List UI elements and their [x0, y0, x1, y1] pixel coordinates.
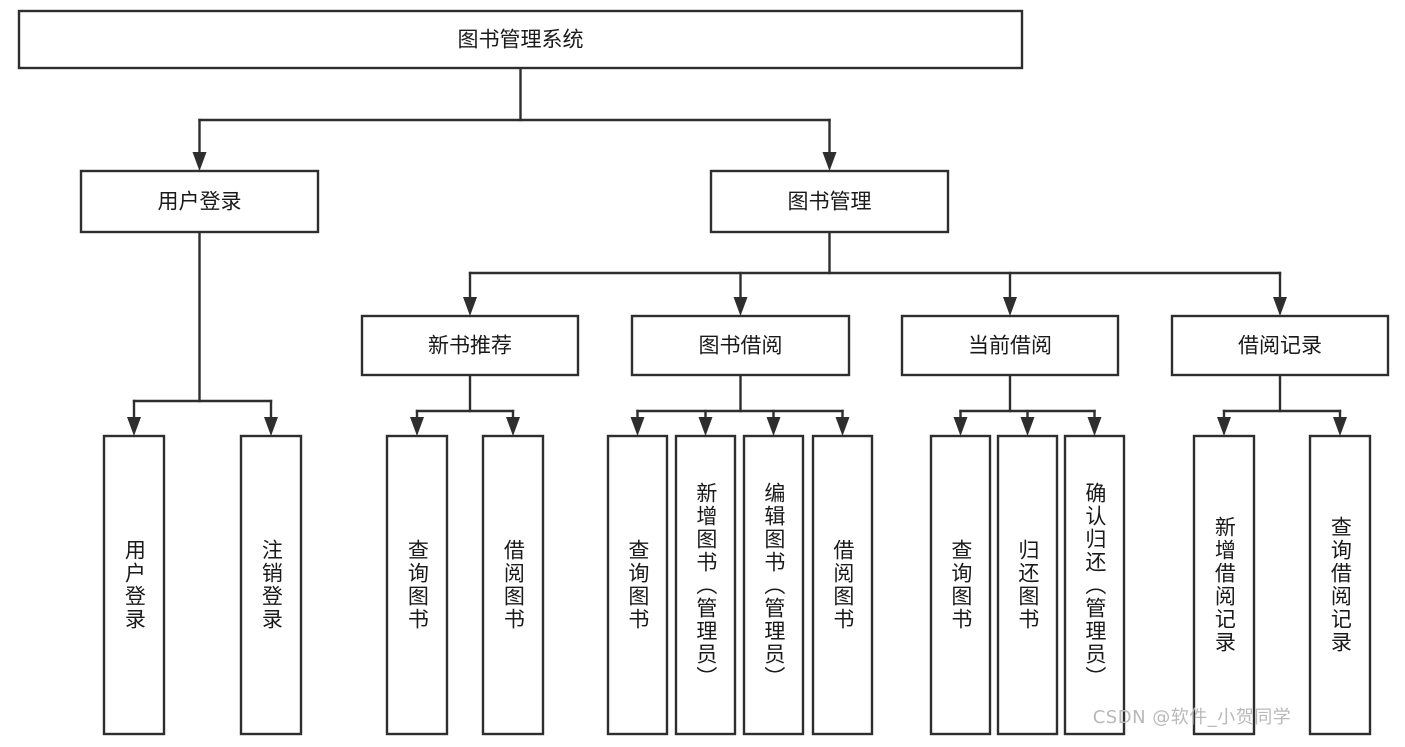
node-leaf-query-book-rec[interactable]	[385, 434, 449, 736]
new-book-recommend-arrow-0	[410, 417, 424, 436]
node-book-management[interactable]	[709, 169, 950, 234]
node-new-book-recommend[interactable]	[360, 314, 580, 377]
node-leaf-add-borrow-record[interactable]	[1192, 434, 1256, 736]
node-current-borrow-label: 当前借阅	[968, 334, 1052, 358]
node-system-title[interactable]	[17, 9, 1024, 70]
book-borrow-arrow-0	[630, 417, 645, 436]
current-borrow-arrow-2	[1087, 417, 1102, 436]
bookmgmt-arrow-3	[1273, 297, 1287, 316]
current-borrow-arrow-0	[953, 417, 968, 436]
node-leaf-query-book-borrow[interactable]	[606, 434, 669, 736]
user-login-arrow-1	[264, 417, 278, 436]
node-borrow-record-label: 借阅记录	[1238, 334, 1322, 358]
node-leaf-query-borrow-record[interactable]	[1308, 434, 1372, 736]
borrow-record-arrow-0	[1217, 417, 1231, 436]
node-borrow-record[interactable]	[1170, 314, 1390, 377]
node-leaf-edit-book-admin[interactable]	[742, 434, 805, 736]
node-leaf-logout-login[interactable]	[239, 434, 303, 736]
node-user-login[interactable]	[79, 169, 320, 234]
borrow-record-arrow-1	[1333, 417, 1347, 436]
bookmgmt-arrow-2	[1003, 297, 1017, 316]
node-user-login-label: 用户登录	[158, 190, 242, 214]
node-leaf-query-book-current[interactable]	[929, 434, 992, 736]
csdn-watermark: CSDN @软件_小贺同学	[1092, 707, 1292, 728]
book-borrow-arrow-3	[835, 417, 850, 436]
node-system-title-label: 图书管理系统	[458, 28, 584, 52]
node-leaf-return-book[interactable]	[996, 434, 1059, 736]
current-borrow-arrow-1	[1020, 417, 1035, 436]
root-arrow-1	[822, 152, 837, 171]
node-leaf-user-login[interactable]	[102, 434, 166, 736]
bookmgmt-arrow-1	[733, 297, 748, 316]
user-login-arrow-0	[127, 417, 141, 436]
node-leaf-borrow-book[interactable]	[811, 434, 874, 736]
book-borrow-arrow-1	[698, 417, 713, 436]
new-book-recommend-arrow-1	[506, 417, 520, 436]
connector-lines	[127, 66, 1347, 436]
node-book-borrow-label: 图书借阅	[699, 334, 783, 358]
node-book-borrow[interactable]	[630, 314, 851, 377]
node-current-borrow[interactable]	[900, 314, 1120, 377]
node-book-management-label: 图书管理	[788, 190, 872, 214]
node-leaf-borrow-book-rec[interactable]	[481, 434, 545, 736]
book-borrow-arrow-2	[766, 417, 781, 436]
node-new-book-recommend-label: 新书推荐	[428, 334, 512, 358]
node-leaf-add-book-admin[interactable]	[674, 434, 737, 736]
node-leaf-confirm-return-admin[interactable]	[1063, 434, 1126, 736]
node-boxes	[17, 9, 1390, 736]
bookmgmt-arrow-0	[463, 297, 477, 316]
root-arrow-0	[192, 152, 207, 171]
